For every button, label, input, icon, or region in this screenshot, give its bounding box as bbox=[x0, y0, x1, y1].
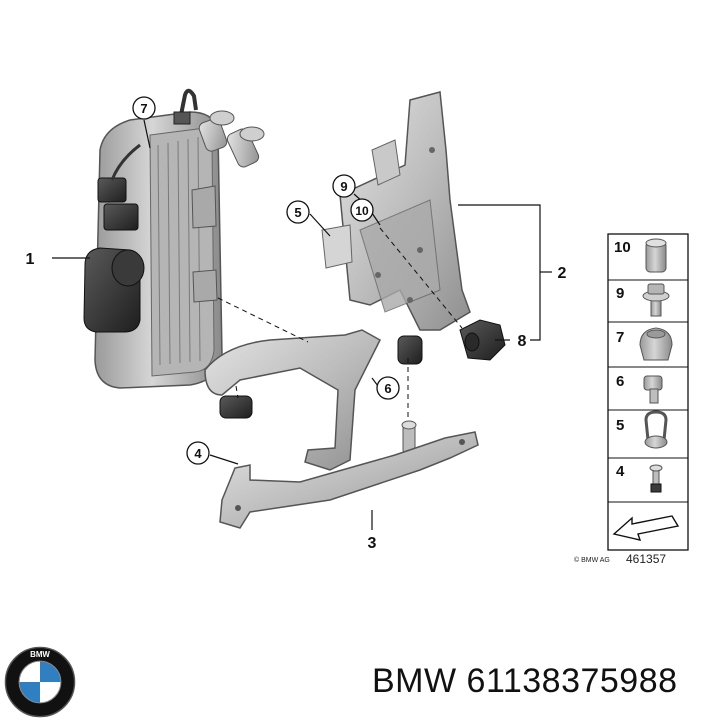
legend-item-7: 7 bbox=[616, 329, 624, 346]
legend-item-5: 5 bbox=[616, 417, 624, 434]
rivet-icon bbox=[649, 464, 663, 493]
callout-8: 8 bbox=[518, 333, 527, 350]
bracket-illustration bbox=[321, 91, 471, 331]
copyright-text: © BMW AG bbox=[574, 556, 610, 564]
legend-item-9: 9 bbox=[616, 285, 624, 302]
hex-bolt-icon bbox=[643, 375, 663, 404]
spacer-sleeve-icon bbox=[645, 238, 667, 273]
footer-brand: BMW bbox=[372, 662, 457, 700]
parts-legend: 10 9 7 6 5 4 bbox=[607, 233, 689, 551]
clip-nut-icon bbox=[644, 410, 668, 449]
nut-icon bbox=[639, 327, 673, 361]
callout-1-label: 1 bbox=[26, 251, 35, 268]
callout-5-label: 5 bbox=[294, 205, 301, 220]
callout-1: 1 bbox=[26, 251, 35, 268]
bmw-logo: BMW bbox=[4, 646, 76, 718]
callout-10: 10 bbox=[350, 198, 374, 222]
footer-caption: BMW 61138375988 bbox=[372, 662, 678, 701]
footer-part-number: 61138375988 bbox=[466, 662, 678, 700]
callout-3: 3 bbox=[368, 535, 377, 552]
callout-8-label: 8 bbox=[518, 333, 527, 350]
direction-arrow-icon bbox=[612, 515, 680, 541]
callout-2: 2 bbox=[558, 265, 567, 282]
bolt-with-washer-icon bbox=[642, 283, 670, 317]
leader-lines bbox=[52, 119, 552, 530]
logo-letters: BMW bbox=[30, 650, 50, 659]
callout-9: 9 bbox=[332, 174, 356, 198]
legend-item-10: 10 bbox=[614, 239, 631, 256]
callout-6: 6 bbox=[376, 376, 400, 400]
callout-5: 5 bbox=[286, 200, 310, 224]
heater-unit-illustration bbox=[83, 88, 265, 389]
callout-4-label: 4 bbox=[194, 446, 202, 461]
callout-6-label: 6 bbox=[384, 381, 391, 396]
legend-item-4: 4 bbox=[616, 463, 625, 480]
callout-3-label: 3 bbox=[368, 535, 377, 552]
callout-4: 4 bbox=[186, 441, 210, 465]
callout-10-label: 10 bbox=[355, 204, 369, 218]
lower-bracket-illustration bbox=[219, 431, 479, 529]
legend-item-6: 6 bbox=[616, 373, 624, 390]
callout-7-label: 7 bbox=[140, 101, 147, 116]
dashed-lines bbox=[217, 227, 463, 420]
diagram-number: 461357 bbox=[626, 552, 666, 566]
callout-9-label: 9 bbox=[340, 179, 347, 194]
callout-2-label: 2 bbox=[558, 265, 567, 282]
rubber-block-illustration bbox=[459, 319, 506, 361]
callout-7: 7 bbox=[132, 96, 156, 120]
carrier-illustration bbox=[204, 329, 423, 471]
